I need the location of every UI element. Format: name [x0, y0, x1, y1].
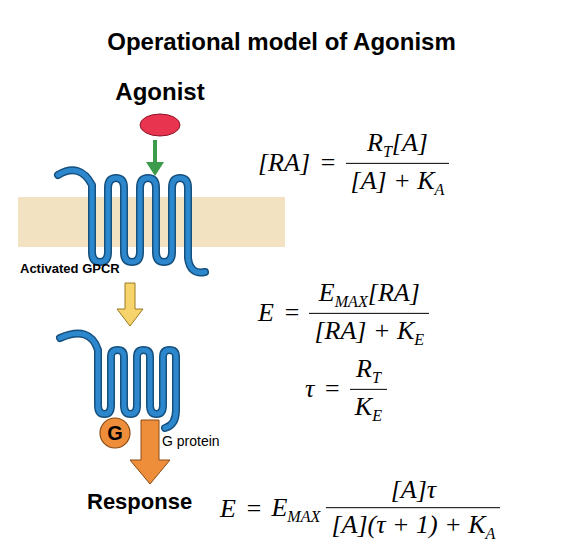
fraction-numerator: [A]τ — [386, 475, 441, 507]
response-label: Response — [87, 489, 192, 515]
math-term: E — [271, 493, 287, 522]
math-subscript: T — [372, 369, 381, 386]
math-term: K — [355, 392, 372, 421]
math-fraction: RT[A][A] + KA — [346, 128, 450, 198]
math-subscript: MAX — [335, 293, 368, 310]
activation-arrow — [117, 283, 143, 326]
g-protein-label: G protein — [162, 433, 220, 449]
math-group: EMAX — [271, 493, 320, 526]
math-term: R — [367, 128, 383, 157]
math-term: [RA] — [368, 278, 420, 307]
gpcr-outline — [60, 334, 176, 428]
math-term: τ — [305, 374, 314, 404]
g-protein-circle — [100, 418, 130, 448]
fraction-denominator: [A](τ + 1) + KA — [326, 507, 500, 543]
math-term: = — [323, 374, 341, 404]
math-term: = — [283, 298, 301, 328]
equation: [RA]=RT[A][A] + KA — [258, 128, 449, 198]
math-term: E — [258, 298, 274, 328]
math-term: [A](τ + 1) + K — [331, 510, 485, 539]
math-subscript: E — [372, 406, 382, 423]
math-term: = — [245, 494, 263, 524]
g-protein-node: G — [99, 417, 131, 449]
binding-arrow — [146, 140, 164, 176]
fraction-numerator: EMAX[RA] — [314, 278, 425, 313]
fraction-denominator: [RA] + KE — [309, 313, 429, 349]
math-subscript: A — [486, 525, 496, 542]
math-subscript: MAX — [287, 507, 320, 524]
equation: E=EMAX[RA][RA] + KE — [258, 278, 429, 348]
gpcr-outline — [58, 170, 205, 272]
gpcr-receptor — [60, 334, 176, 428]
math-term: E — [319, 278, 335, 307]
fraction-denominator: KE — [350, 389, 387, 425]
math-term: [A] — [392, 128, 428, 157]
node-heading: Agonist — [95, 78, 225, 106]
math-term: R — [356, 354, 372, 383]
math-term: [A]τ — [391, 475, 436, 504]
receptor-label: Activated GPCR — [20, 261, 120, 276]
fraction-denominator: [A] + KA — [346, 163, 450, 199]
agonist-ellipse — [140, 114, 180, 136]
gpcr-receptor — [58, 170, 205, 272]
math-subscript: T — [383, 143, 392, 160]
math-term: [RA] — [258, 148, 310, 178]
math-term: E — [220, 494, 236, 524]
math-term: = — [319, 148, 337, 178]
math-subscript: E — [414, 330, 424, 347]
math-term: [RA] + K — [314, 316, 414, 345]
equation: τ=RTKE — [305, 354, 387, 424]
agonist-node: Agonist — [95, 78, 225, 140]
node-label: G — [99, 417, 131, 449]
math-fraction: RTKE — [350, 354, 387, 424]
fraction-numerator: RT — [351, 354, 386, 389]
math-term: [A] + K — [351, 166, 435, 195]
math-fraction: [A]τ [A](τ + 1) + KA — [326, 475, 500, 543]
math-subscript: A — [435, 180, 445, 197]
equation: E=EMAX[A]τ[A](τ + 1) + KA — [220, 475, 500, 543]
diagram-title: Operational model of Agonism — [0, 28, 563, 56]
math-fraction: EMAX[RA][RA] + KE — [309, 278, 429, 348]
cell-membrane — [18, 197, 285, 247]
fraction-numerator: RT[A] — [362, 128, 433, 163]
